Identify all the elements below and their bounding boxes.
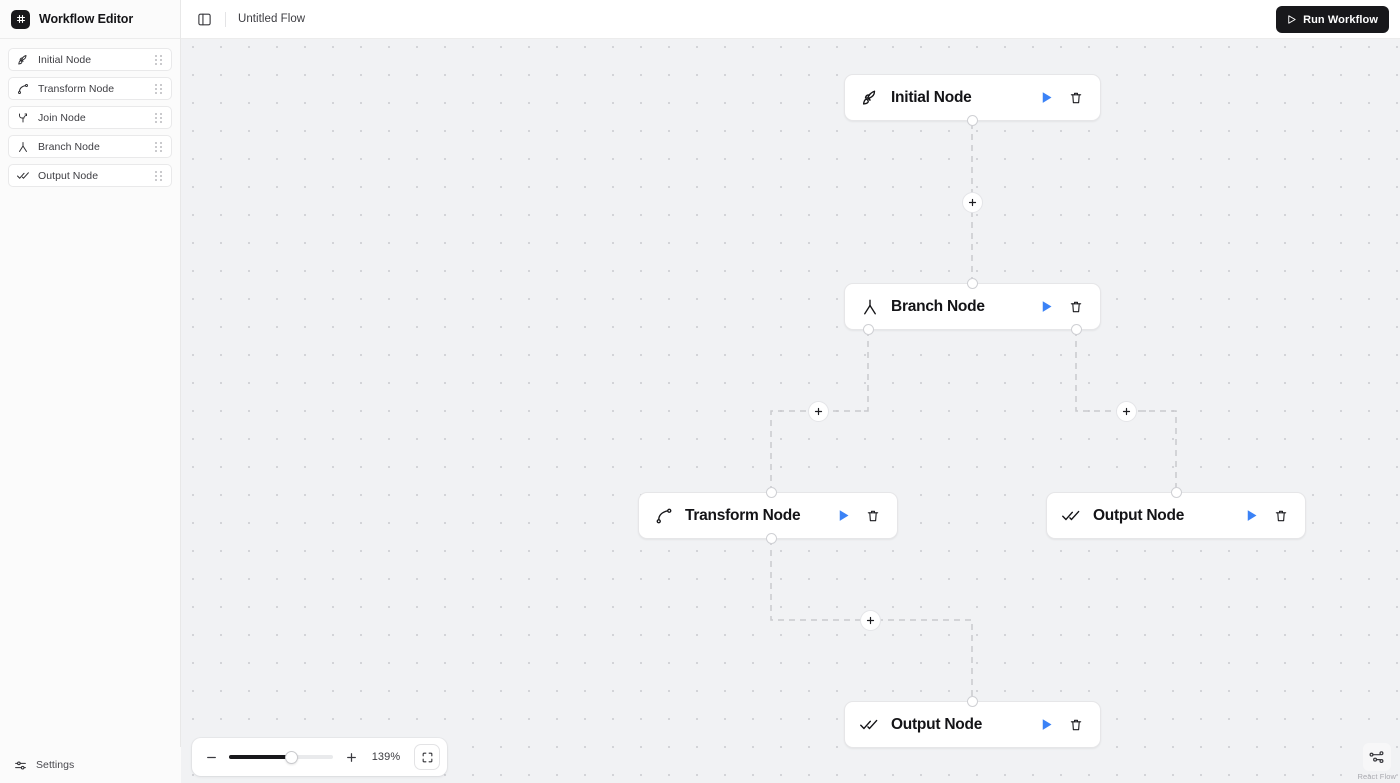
play-outline-icon: [1286, 14, 1297, 25]
trash-icon[interactable]: [862, 505, 884, 527]
sidebar-item-settings[interactable]: Settings: [0, 747, 181, 783]
split-branch-icon: [860, 297, 879, 316]
merge-arrow-icon: [16, 111, 30, 125]
react-flow-logo-icon: [1362, 743, 1391, 771]
trash-icon[interactable]: [1065, 714, 1087, 736]
flow-node-label: Output Node: [1093, 506, 1185, 524]
zoom-in-button[interactable]: [339, 745, 363, 769]
spline-curve-icon: [16, 82, 30, 96]
palette-item-join-node[interactable]: Join Node: [8, 106, 172, 129]
flow-node-output-b[interactable]: Output Node: [844, 696, 1101, 748]
drag-handle-icon[interactable]: [154, 54, 163, 65]
topbar: Untitled Flow Run Workflow: [181, 0, 1400, 39]
flow-node-label: Transform Node: [685, 506, 801, 524]
sidebar-title: Workflow Editor: [39, 12, 134, 26]
drag-handle-icon[interactable]: [154, 141, 163, 152]
main-area: Untitled Flow Run Workflow: [181, 0, 1400, 783]
react-flow-attribution[interactable]: React Flow: [1357, 743, 1396, 781]
palette-item-transform-node[interactable]: Transform Node: [8, 77, 172, 100]
flow-node-branch[interactable]: Branch Node: [844, 278, 1101, 335]
workflow-logo-icon: [11, 9, 30, 29]
flow-title: Untitled Flow: [238, 13, 306, 25]
double-check-icon: [1062, 506, 1081, 525]
play-icon[interactable]: [1035, 714, 1057, 736]
node-handle-target[interactable]: [1171, 487, 1182, 498]
sidebar-item-label: Settings: [36, 759, 75, 771]
palette-item-branch-node[interactable]: Branch Node: [8, 135, 172, 158]
node-handle-target[interactable]: [967, 278, 978, 289]
palette-item-label: Join Node: [38, 111, 86, 124]
palette-item-label: Branch Node: [38, 140, 100, 153]
node-handle-source-right[interactable]: [1071, 324, 1082, 335]
play-icon[interactable]: [1035, 296, 1057, 318]
node-handle-target[interactable]: [766, 487, 777, 498]
run-workflow-button[interactable]: Run Workflow: [1276, 6, 1389, 33]
flow-node-label: Branch Node: [891, 297, 985, 315]
node-palette: Initial Node Transform Node: [0, 39, 180, 187]
flow-node-transform[interactable]: Transform Node: [638, 487, 898, 544]
edge-layer: [770, 123, 1177, 701]
node-handle-source[interactable]: [967, 115, 978, 126]
zoom-controls: 139%: [192, 738, 447, 776]
node-actions: [1035, 296, 1087, 318]
flow-node-initial[interactable]: Initial Node: [844, 74, 1101, 126]
palette-item-output-node[interactable]: Output Node: [8, 164, 172, 187]
rocket-icon: [860, 88, 879, 107]
add-node-on-edge-transform-output[interactable]: [859, 609, 881, 631]
play-icon[interactable]: [1240, 505, 1262, 527]
fit-view-button[interactable]: [414, 744, 440, 770]
add-node-on-edge-initial-branch[interactable]: [961, 191, 983, 213]
flow-canvas[interactable]: Initial Node: [181, 39, 1400, 783]
panel-left-icon[interactable]: [193, 8, 215, 30]
flow-node-output-a[interactable]: Output Node: [1046, 487, 1306, 539]
flow-node-label: Initial Node: [891, 88, 972, 106]
zoom-slider-thumb[interactable]: [284, 750, 298, 764]
node-actions: [1035, 87, 1087, 109]
spline-curve-icon: [654, 506, 673, 525]
double-check-icon: [16, 169, 30, 183]
sidebar: Workflow Editor Initial Node: [0, 0, 181, 783]
play-icon[interactable]: [832, 505, 854, 527]
trash-icon[interactable]: [1270, 505, 1292, 527]
react-flow-attribution-label: React Flow: [1357, 772, 1396, 781]
palette-item-initial-node[interactable]: Initial Node: [8, 48, 172, 71]
zoom-slider-fill: [229, 755, 292, 759]
node-actions: [1240, 505, 1292, 527]
rocket-icon: [16, 53, 30, 67]
double-check-icon: [860, 715, 879, 734]
add-node-on-edge-branch-output[interactable]: [1115, 400, 1137, 422]
palette-item-label: Output Node: [38, 169, 99, 182]
split-branch-icon: [16, 140, 30, 154]
add-node-on-edge-branch-transform[interactable]: [807, 400, 829, 422]
zoom-out-button[interactable]: [199, 745, 223, 769]
sidebar-header: Workflow Editor: [0, 0, 180, 39]
topbar-divider: [225, 11, 226, 27]
node-handle-source-left[interactable]: [863, 324, 874, 335]
drag-handle-icon[interactable]: [154, 112, 163, 123]
node-handle-source[interactable]: [766, 533, 777, 544]
node-actions: [832, 505, 884, 527]
zoom-slider[interactable]: [229, 745, 333, 769]
zoom-level-value: 139%: [371, 751, 401, 763]
trash-icon[interactable]: [1065, 296, 1087, 318]
palette-item-label: Initial Node: [38, 53, 92, 66]
trash-icon[interactable]: [1065, 87, 1087, 109]
run-workflow-label: Run Workflow: [1303, 13, 1378, 26]
node-handle-target[interactable]: [967, 696, 978, 707]
play-icon[interactable]: [1035, 87, 1057, 109]
drag-handle-icon[interactable]: [154, 170, 163, 181]
drag-handle-icon[interactable]: [154, 83, 163, 94]
node-actions: [1035, 714, 1087, 736]
flow-node-label: Output Node: [891, 715, 983, 733]
palette-item-label: Transform Node: [38, 82, 115, 95]
settings-sliders-icon: [13, 758, 27, 772]
